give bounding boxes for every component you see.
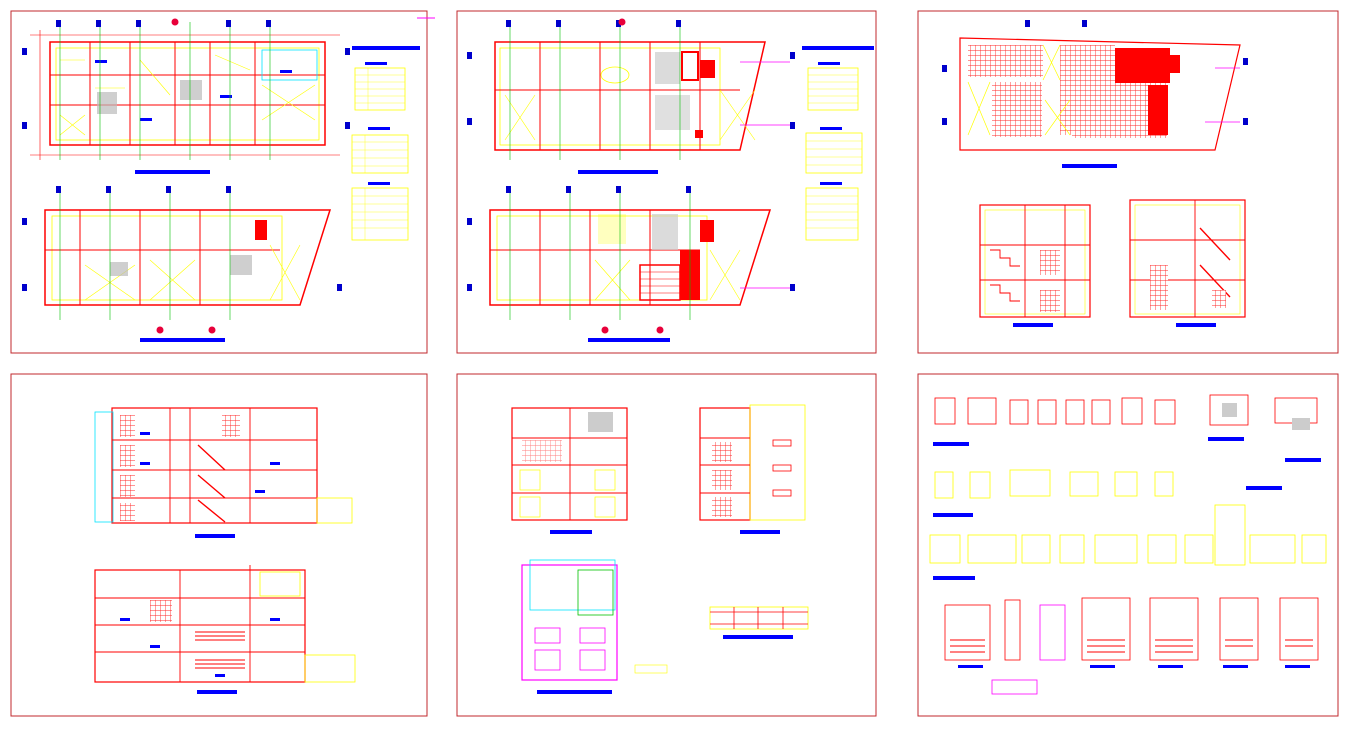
frame-details-row	[929, 504, 1327, 566]
elevation-rear	[521, 559, 668, 694]
sheet-1-content	[22, 17, 435, 342]
roof-plan	[942, 20, 1248, 168]
section-c	[94, 407, 353, 538]
railing-detail	[709, 606, 809, 639]
section-d	[94, 565, 356, 694]
floor-plan-1	[22, 18, 350, 174]
legend-tables-2	[802, 46, 874, 241]
sheet-3[interactable]	[917, 10, 1339, 354]
elevation-front	[511, 407, 628, 534]
stair-details-row	[944, 597, 1319, 695]
detail-labels	[933, 437, 1321, 668]
sheet-4[interactable]	[10, 373, 428, 717]
section-a	[979, 204, 1091, 327]
sheet-5-content	[511, 404, 809, 694]
sheet-2-content	[467, 18, 874, 342]
sheet-borders	[10, 10, 1339, 717]
elevation-side	[699, 404, 806, 534]
sheet-2[interactable]	[456, 10, 877, 354]
floor-plan-3	[467, 18, 795, 174]
window-details-row	[934, 469, 1174, 499]
sheet-1[interactable]	[10, 10, 428, 354]
floor-plan-2	[22, 186, 342, 342]
sheet-3-content	[942, 20, 1248, 327]
sheet-6-content	[929, 394, 1327, 695]
sheet-5[interactable]	[456, 373, 877, 717]
door-details-row-1	[934, 394, 1318, 426]
sheet-4-content	[94, 407, 356, 694]
floor-plan-4	[467, 186, 795, 342]
section-b	[1129, 199, 1246, 327]
sheet-6[interactable]	[917, 373, 1339, 717]
legend-tables-1	[351, 17, 435, 241]
